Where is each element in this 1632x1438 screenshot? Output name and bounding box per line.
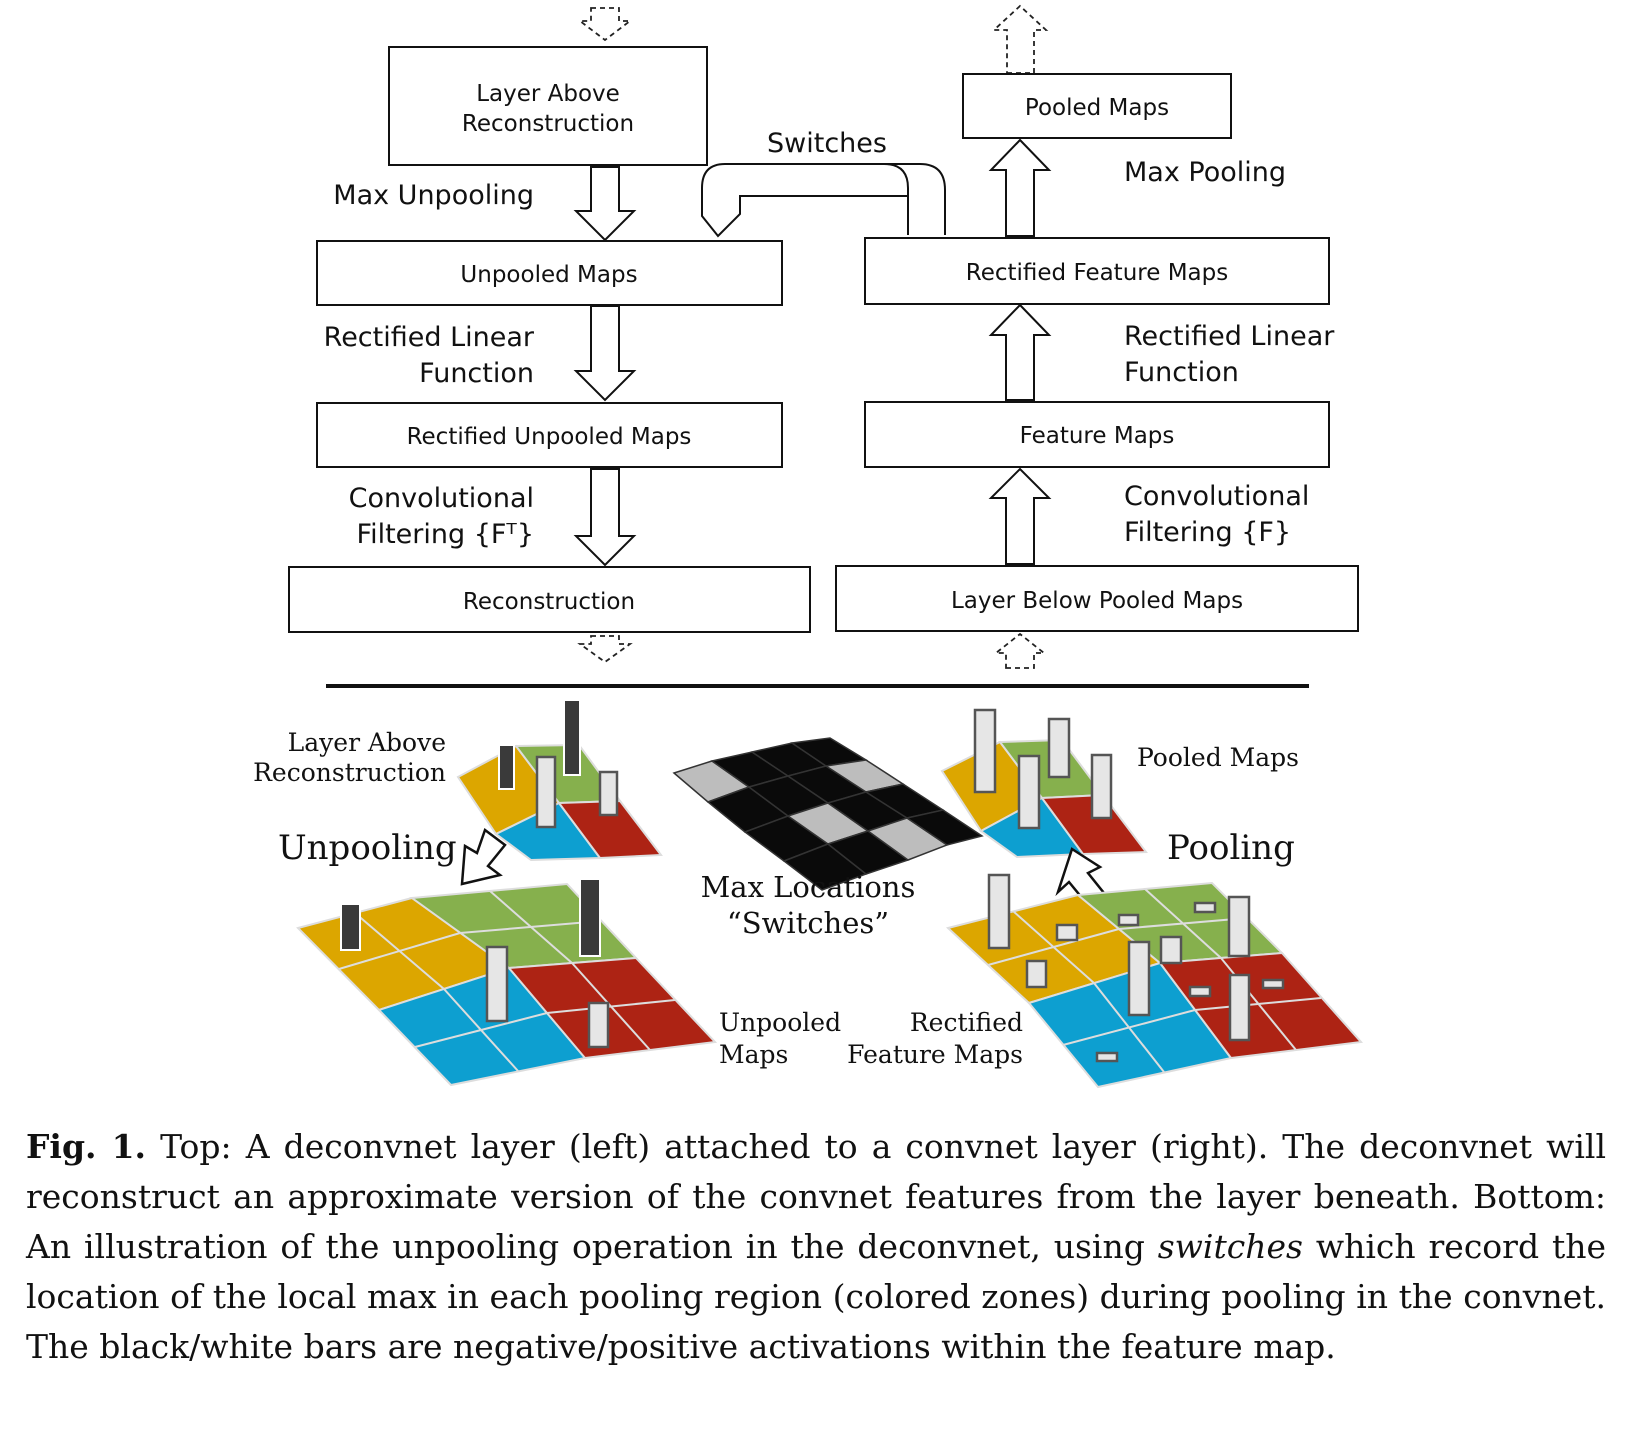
activation-bar — [485, 945, 509, 1023]
label-layer-above-line1: Layer Above — [476, 81, 620, 107]
box-rectified-feature-maps — [864, 237, 1330, 305]
label-unpooled-maps: Unpooled Maps — [460, 262, 637, 288]
grid-switches — [672, 737, 984, 891]
label-conv-line2: Filtering {Fᵀ} — [357, 519, 534, 550]
label-layer-below-pooled-maps: Layer Below Pooled Maps — [951, 588, 1243, 614]
label-pooled-maps-illustration: Pooled Maps — [1137, 743, 1299, 772]
label-pooled-maps: Pooled Maps — [1025, 95, 1169, 121]
label-rectified-feature-maps: Rectified Feature Maps — [966, 260, 1228, 286]
label-unpooled-line2: Maps — [719, 1040, 788, 1069]
activation-bar — [340, 903, 361, 951]
activation-bar — [1047, 717, 1071, 779]
arrow-down-icon — [573, 468, 637, 567]
activation-bar — [1159, 935, 1183, 965]
label-conv-line2: Filtering {F} — [1124, 517, 1291, 548]
activation-bar — [1193, 901, 1217, 914]
activation-bar — [1017, 754, 1041, 830]
label-unpooled-line1: Unpooled — [719, 1008, 841, 1037]
dashed-arrow-up-in-icon — [993, 632, 1047, 669]
activation-bar — [1227, 895, 1251, 958]
activation-bar — [587, 1001, 610, 1049]
box-rectified-unpooled-maps — [316, 402, 783, 468]
activation-bar — [498, 744, 515, 790]
switches-connector: Switches — [701, 128, 946, 238]
label-pooling: Pooling — [1167, 828, 1295, 868]
label-max-locations-line1: Max Locations — [701, 870, 916, 904]
box-layer-above-reconstruction — [388, 46, 708, 166]
activation-bar — [1090, 753, 1113, 820]
illustration: Layer Above Reconstruction Unpooling Unp… — [253, 699, 1364, 1089]
activation-bar — [1117, 913, 1140, 927]
activation-bar — [535, 755, 557, 829]
arrow-up-icon — [988, 138, 1052, 237]
box-reconstruction — [288, 566, 811, 633]
activation-bar — [1261, 978, 1285, 990]
label-relu-line2: Function — [1124, 357, 1239, 388]
label-max-locations-line2: “Switches” — [727, 906, 889, 940]
unpooling-arrow-icon — [460, 827, 507, 886]
caption-text-after: which record the location of the local m… — [26, 1227, 1606, 1366]
activation-bar — [987, 873, 1011, 950]
box-layer-below-pooled-maps — [835, 565, 1359, 632]
deconvnet-column: Layer Above Reconstruction Max Unpooling… — [288, 7, 811, 664]
arrow-up-icon — [988, 303, 1052, 401]
activation-bar — [1095, 1051, 1119, 1063]
activation-bar — [598, 770, 619, 817]
dashed-arrow-up-out-icon — [991, 4, 1049, 74]
label-unpooling: Unpooling — [278, 828, 457, 868]
label-reconstruction: Reconstruction — [463, 589, 635, 615]
grid-rectified-feature-maps — [945, 873, 1364, 1089]
grid-layer-above — [456, 699, 663, 862]
activation-bar — [1188, 985, 1212, 998]
activation-bar — [1228, 973, 1251, 1042]
activation-bar — [1127, 940, 1151, 1017]
dashed-arrow-in-icon — [577, 7, 633, 42]
grid-unpooled-maps — [296, 878, 718, 1087]
activation-bar — [973, 708, 997, 794]
label-conv-line1: Convolutional — [349, 483, 534, 514]
caption-em-switches: switches — [1157, 1227, 1303, 1266]
grid-pooled-maps — [940, 708, 1148, 859]
label-feature-maps: Feature Maps — [1020, 423, 1175, 449]
convnet-column: Pooled Maps Max Pooling Rectified Featur… — [835, 4, 1359, 669]
figure-caption: Fig. 1. Top: A deconvnet layer (left) at… — [26, 1122, 1606, 1372]
dashed-arrow-out-icon — [577, 635, 633, 664]
label-layer-above-line2: Reconstruction — [253, 758, 446, 787]
box-feature-maps — [864, 401, 1330, 468]
figure-diagram: Layer Above Reconstruction Max Unpooling… — [253, 4, 1364, 1089]
arrow-down-icon — [573, 166, 637, 242]
label-relu-line1: Rectified Linear — [1124, 321, 1335, 352]
label-relu-line1: Rectified Linear — [324, 322, 535, 353]
switches-pipe-icon — [701, 163, 909, 238]
caption-text-before: Top: A deconvnet layer (left) attached t… — [26, 1127, 1607, 1266]
label-max-pooling: Max Pooling — [1124, 157, 1286, 188]
label-conv-line1: Convolutional — [1124, 481, 1309, 512]
label-max-unpooling: Max Unpooling — [333, 180, 534, 211]
label-switches: Switches — [767, 128, 887, 159]
label-rectified-line2: Feature Maps — [847, 1040, 1023, 1069]
activation-bar — [1055, 923, 1079, 942]
activation-bar — [563, 699, 581, 776]
label-rectified-unpooled-maps: Rectified Unpooled Maps — [407, 424, 692, 450]
activation-bar — [1025, 959, 1048, 989]
label-layer-above-line2: Reconstruction — [462, 111, 634, 137]
box-pooled-maps — [962, 73, 1232, 139]
activation-bar — [579, 878, 601, 957]
label-rectified-line1: Rectified — [910, 1008, 1023, 1037]
label-layer-above-line1: Layer Above — [288, 728, 446, 757]
arrow-down-icon — [573, 305, 637, 402]
label-relu-line2: Function — [419, 358, 534, 389]
arrow-up-icon — [988, 467, 1052, 565]
box-unpooled-maps — [316, 240, 783, 306]
caption-fig-label: Fig. 1. — [26, 1127, 147, 1166]
